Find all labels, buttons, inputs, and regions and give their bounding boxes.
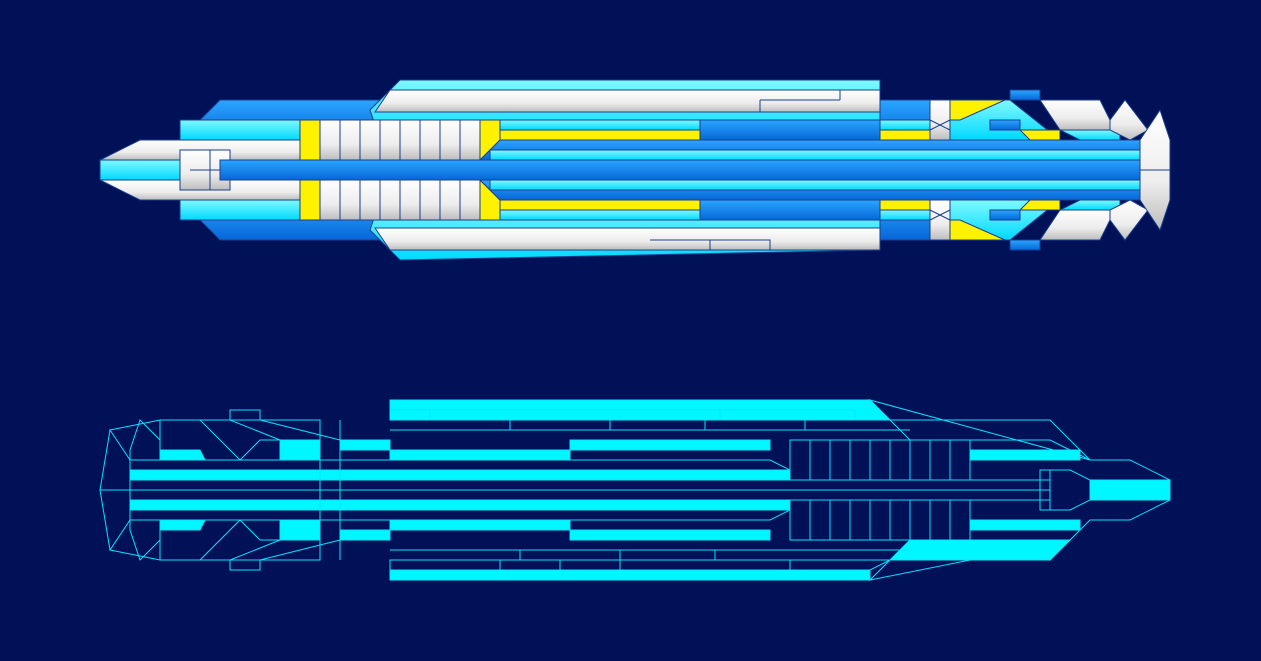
thruster-lower: [1109, 199, 1149, 241]
wire-aft-diag-1: [200, 419, 281, 441]
lower-cyan-band: [179, 199, 301, 221]
yellow-block-upper: [299, 119, 321, 161]
wire-aft-block-upper: [279, 439, 321, 461]
wire-rib-lower: [789, 499, 971, 541]
wire-thruster-edge-2: [109, 549, 161, 561]
spine-stripe-upper: [489, 149, 1141, 161]
spine-stripe-lower: [489, 179, 1141, 191]
aft-fin-upper: [1009, 89, 1041, 101]
wire-thruster-upper: [129, 419, 161, 461]
wire-spine-lower: [129, 499, 791, 511]
aft-block-upper-yellow: [879, 129, 931, 141]
wire-block-2: [339, 529, 391, 541]
aft-yellow-upper-2: [1018, 129, 1061, 141]
ship-wireframe-view: [99, 399, 1171, 581]
wire-stripe-5: [969, 449, 1081, 461]
inner-strip-upper-b: [499, 129, 701, 141]
wire-thruster-edge-1: [109, 419, 161, 431]
aft-yellow-upper: [949, 99, 1006, 121]
wire-aft-diag-2: [200, 539, 281, 561]
upper-cyan-band: [179, 119, 301, 141]
rib-section-lower: [319, 179, 481, 221]
yellow-block-lower: [299, 179, 321, 221]
wire-block-1: [339, 439, 391, 451]
wire-aft-diag-5: [259, 419, 341, 441]
wire-aft-fin-upper: [229, 409, 261, 421]
aft-blue-tab-lower: [989, 209, 1021, 221]
aft-yellow-lower: [949, 219, 1006, 241]
rib-section-upper: [319, 119, 481, 161]
spine-core: [219, 159, 1141, 181]
wire-aft-fin-lower: [229, 559, 261, 571]
inner-strip-lower-c: [699, 199, 881, 221]
wire-rib-upper: [789, 439, 971, 481]
wire-stripe-2: [569, 439, 771, 451]
aft-white-upper: [929, 99, 951, 141]
wire-thruster-lower: [129, 519, 161, 561]
wire-nose-hatch: [1039, 469, 1091, 511]
wire-spine-upper: [129, 469, 791, 481]
lower-slab-white: [374, 227, 881, 251]
wire-stripe-4: [569, 529, 771, 541]
thruster-upper: [1109, 99, 1149, 141]
wire-aft-stripe-lower: [159, 519, 206, 531]
wire-aft-block-lower: [279, 519, 321, 541]
wire-aft-diag-3: [199, 419, 241, 461]
aft-fin-lower: [1009, 239, 1041, 251]
lower-panel-line-2: [650, 239, 771, 250]
inner-strip-lower-b: [499, 209, 701, 221]
wire-aft-diag-6: [259, 539, 341, 561]
wire-thruster-main: [99, 428, 131, 552]
ship-shaded-view: [99, 79, 1171, 261]
wire-bottom-slab: [389, 569, 871, 581]
aft-white-lower: [929, 199, 951, 241]
inner-strip-lower-a: [499, 199, 701, 211]
wire-aft-diag-4: [199, 519, 241, 561]
aft-cyan-wing-upper: [1059, 129, 1121, 141]
wire-top-diag: [868, 399, 1091, 461]
wire-nose-core: [1089, 479, 1171, 501]
inner-strip-upper-c: [699, 119, 881, 141]
aft-block-lower-yellow: [879, 199, 931, 211]
wire-stripe-1: [389, 449, 571, 461]
aft-white-diag-4: [929, 209, 951, 221]
wire-stripe-6: [969, 519, 1081, 531]
aft-white-diag-2: [929, 119, 951, 131]
aft-blue-tab-upper: [989, 119, 1021, 131]
wire-aft-stripe-upper: [159, 449, 206, 461]
wire-bottom-wedge: [888, 539, 1072, 561]
aft-block-upper-stripe: [879, 119, 931, 131]
upper-slab-white: [374, 89, 881, 113]
aft-block-lower-stripe: [879, 209, 931, 221]
inner-strip-upper-a: [499, 119, 701, 131]
wire-stripe-3: [389, 519, 571, 531]
